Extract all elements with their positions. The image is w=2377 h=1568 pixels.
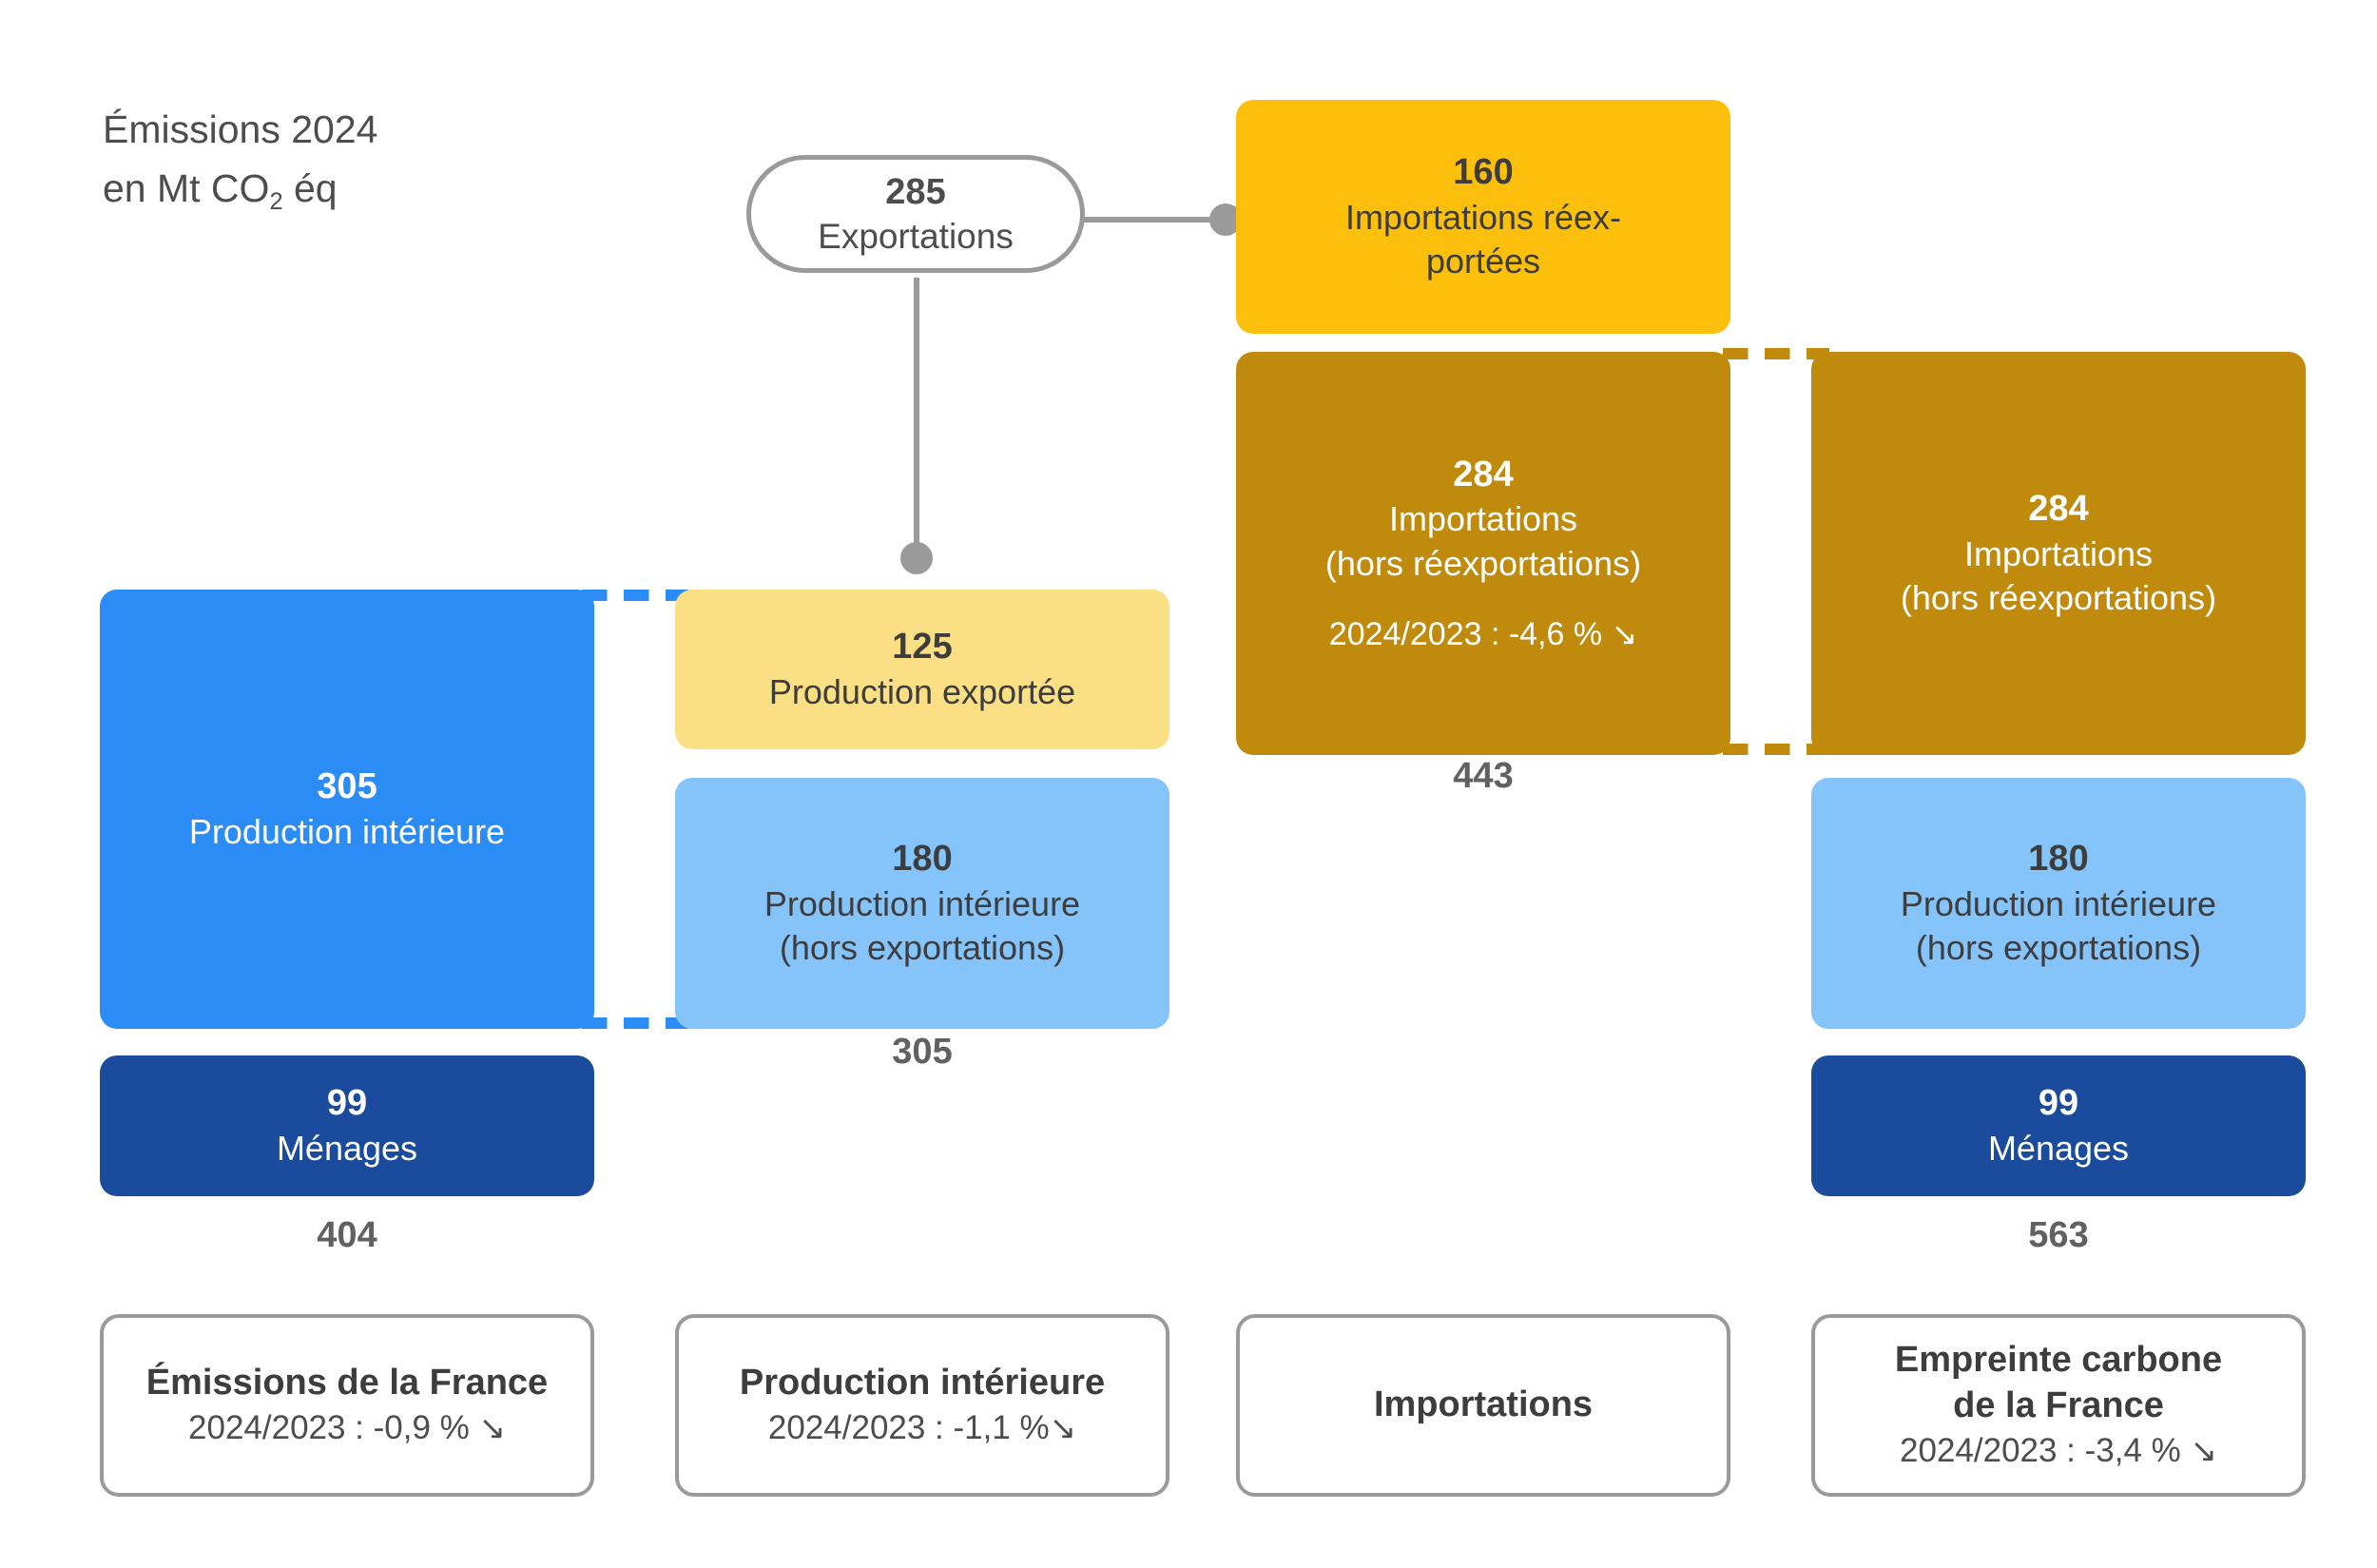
block-label-line2: (hors réexportations) bbox=[1324, 544, 1642, 584]
block-production-hors-exportations-right[interactable]: 180 Production intérieure (hors exportat… bbox=[1811, 778, 2306, 1029]
block-value: 160 bbox=[1453, 151, 1514, 192]
card-title-line2: de la France bbox=[1953, 1385, 2164, 1426]
block-value: 99 bbox=[2038, 1083, 2079, 1124]
column-total-emissions-france: 404 bbox=[317, 1215, 377, 1255]
block-production-exportee[interactable]: 125 Production exportée bbox=[675, 590, 1169, 749]
trend-down-icon: ↘ bbox=[2190, 1433, 2217, 1470]
block-label-line2: (hors exportations) bbox=[779, 928, 1066, 968]
title-unit-suffix: éq bbox=[282, 166, 338, 211]
block-menages-left[interactable]: 99 Ménages bbox=[100, 1055, 594, 1196]
block-value: 180 bbox=[2028, 838, 2089, 879]
block-label: Production exportée bbox=[768, 671, 1076, 711]
block-label-line2: (hors réexportations) bbox=[1900, 578, 2217, 618]
block-value: 125 bbox=[892, 627, 953, 668]
trend-down-icon: ↘ bbox=[478, 1410, 506, 1447]
block-label-line1: Production intérieure bbox=[763, 883, 1081, 923]
dashed-link-blue-top bbox=[582, 590, 688, 601]
card-change: 2024/2023 : -1,1 %↘ bbox=[768, 1406, 1076, 1450]
block-production-interieure[interactable]: 305 Production intérieure bbox=[100, 590, 594, 1029]
page-title: Émissions 2024 en Mt CO2 éq bbox=[103, 100, 692, 221]
callout-value: 285 bbox=[885, 172, 946, 213]
card-change-text: 2024/2023 : -0,9 % bbox=[188, 1409, 470, 1447]
block-importations-reexportees[interactable]: 160 Importations réex- portées bbox=[1236, 100, 1730, 334]
block-importations-hors-reexportations-mid[interactable]: 284 Importations (hors réexportations) 2… bbox=[1236, 352, 1730, 755]
card-production-interieure[interactable]: Production intérieure 2024/2023 : -1,1 %… bbox=[675, 1314, 1169, 1497]
card-title: Émissions de la France bbox=[145, 1363, 549, 1403]
connector-exportations-to-production-exportee bbox=[914, 278, 919, 563]
block-label: Ménages bbox=[276, 1128, 418, 1168]
dashed-link-blue-bottom bbox=[582, 1017, 688, 1029]
trend-down-icon: ↘ bbox=[1611, 616, 1638, 652]
block-label-line1: Importations bbox=[1388, 499, 1578, 539]
title-unit-subscript: 2 bbox=[269, 188, 283, 216]
card-emissions-france[interactable]: Émissions de la France 2024/2023 : -0,9 … bbox=[100, 1314, 594, 1497]
column-total-importations: 443 bbox=[1453, 756, 1514, 796]
block-label-line1: Importations bbox=[1963, 533, 2154, 573]
card-title-line1: Empreinte carbone bbox=[1894, 1340, 2223, 1381]
card-change: 2024/2023 : -3,4 % ↘ bbox=[1900, 1429, 2217, 1473]
block-label-line2: (hors exportations) bbox=[1915, 928, 2202, 968]
card-change: 2024/2023 : -0,9 % ↘ bbox=[188, 1406, 506, 1450]
card-change-text: 2024/2023 : -3,4 % bbox=[1900, 1432, 2181, 1470]
card-title: Importations bbox=[1373, 1384, 1594, 1425]
block-value: 284 bbox=[2028, 488, 2089, 529]
card-importations[interactable]: Importations bbox=[1236, 1314, 1730, 1497]
card-title: Production intérieure bbox=[739, 1363, 1106, 1403]
trend-down-icon: ↘ bbox=[1049, 1410, 1077, 1447]
title-line-1: Émissions 2024 bbox=[103, 107, 378, 151]
title-unit-prefix: en Mt CO bbox=[103, 166, 270, 211]
block-change-text: 2024/2023 : -4,6 % bbox=[1328, 616, 1603, 653]
block-value: 305 bbox=[317, 766, 377, 807]
block-label: Ménages bbox=[1987, 1128, 2130, 1168]
dashed-link-gold-top bbox=[1723, 348, 1829, 359]
card-change-text: 2024/2023 : -1,1 % bbox=[767, 1409, 1050, 1447]
title-line-2: en Mt CO2 éq bbox=[103, 159, 692, 221]
block-value: 180 bbox=[892, 838, 953, 879]
card-empreinte-carbone[interactable]: Empreinte carbone de la France 2024/2023… bbox=[1811, 1314, 2306, 1497]
block-importations-hors-reexportations-right[interactable]: 284 Importations (hors réexportations) bbox=[1811, 352, 2306, 755]
block-label-line2: portées bbox=[1425, 242, 1541, 281]
block-label-line1: Importations réex- bbox=[1344, 197, 1622, 237]
column-total-production-interieure: 305 bbox=[892, 1032, 953, 1072]
block-production-hors-exportations-mid[interactable]: 180 Production intérieure (hors exportat… bbox=[675, 778, 1169, 1029]
column-total-empreinte-carbone: 563 bbox=[2028, 1215, 2089, 1255]
block-menages-right[interactable]: 99 Ménages bbox=[1811, 1055, 2306, 1196]
block-label-line1: Production intérieure bbox=[1900, 883, 2217, 923]
block-change: 2024/2023 : -4,6 % ↘ bbox=[1329, 613, 1637, 655]
dashed-link-gold-bottom bbox=[1723, 744, 1829, 755]
block-label: Production intérieure bbox=[188, 811, 506, 851]
connector-dot-production-exportee bbox=[900, 542, 933, 574]
connector-exportations-to-imports bbox=[1084, 217, 1236, 223]
callout-exportations[interactable]: 285 Exportations bbox=[746, 155, 1085, 273]
block-value: 99 bbox=[326, 1083, 368, 1124]
callout-label: Exportations bbox=[818, 216, 1014, 256]
block-value: 284 bbox=[1453, 454, 1514, 494]
